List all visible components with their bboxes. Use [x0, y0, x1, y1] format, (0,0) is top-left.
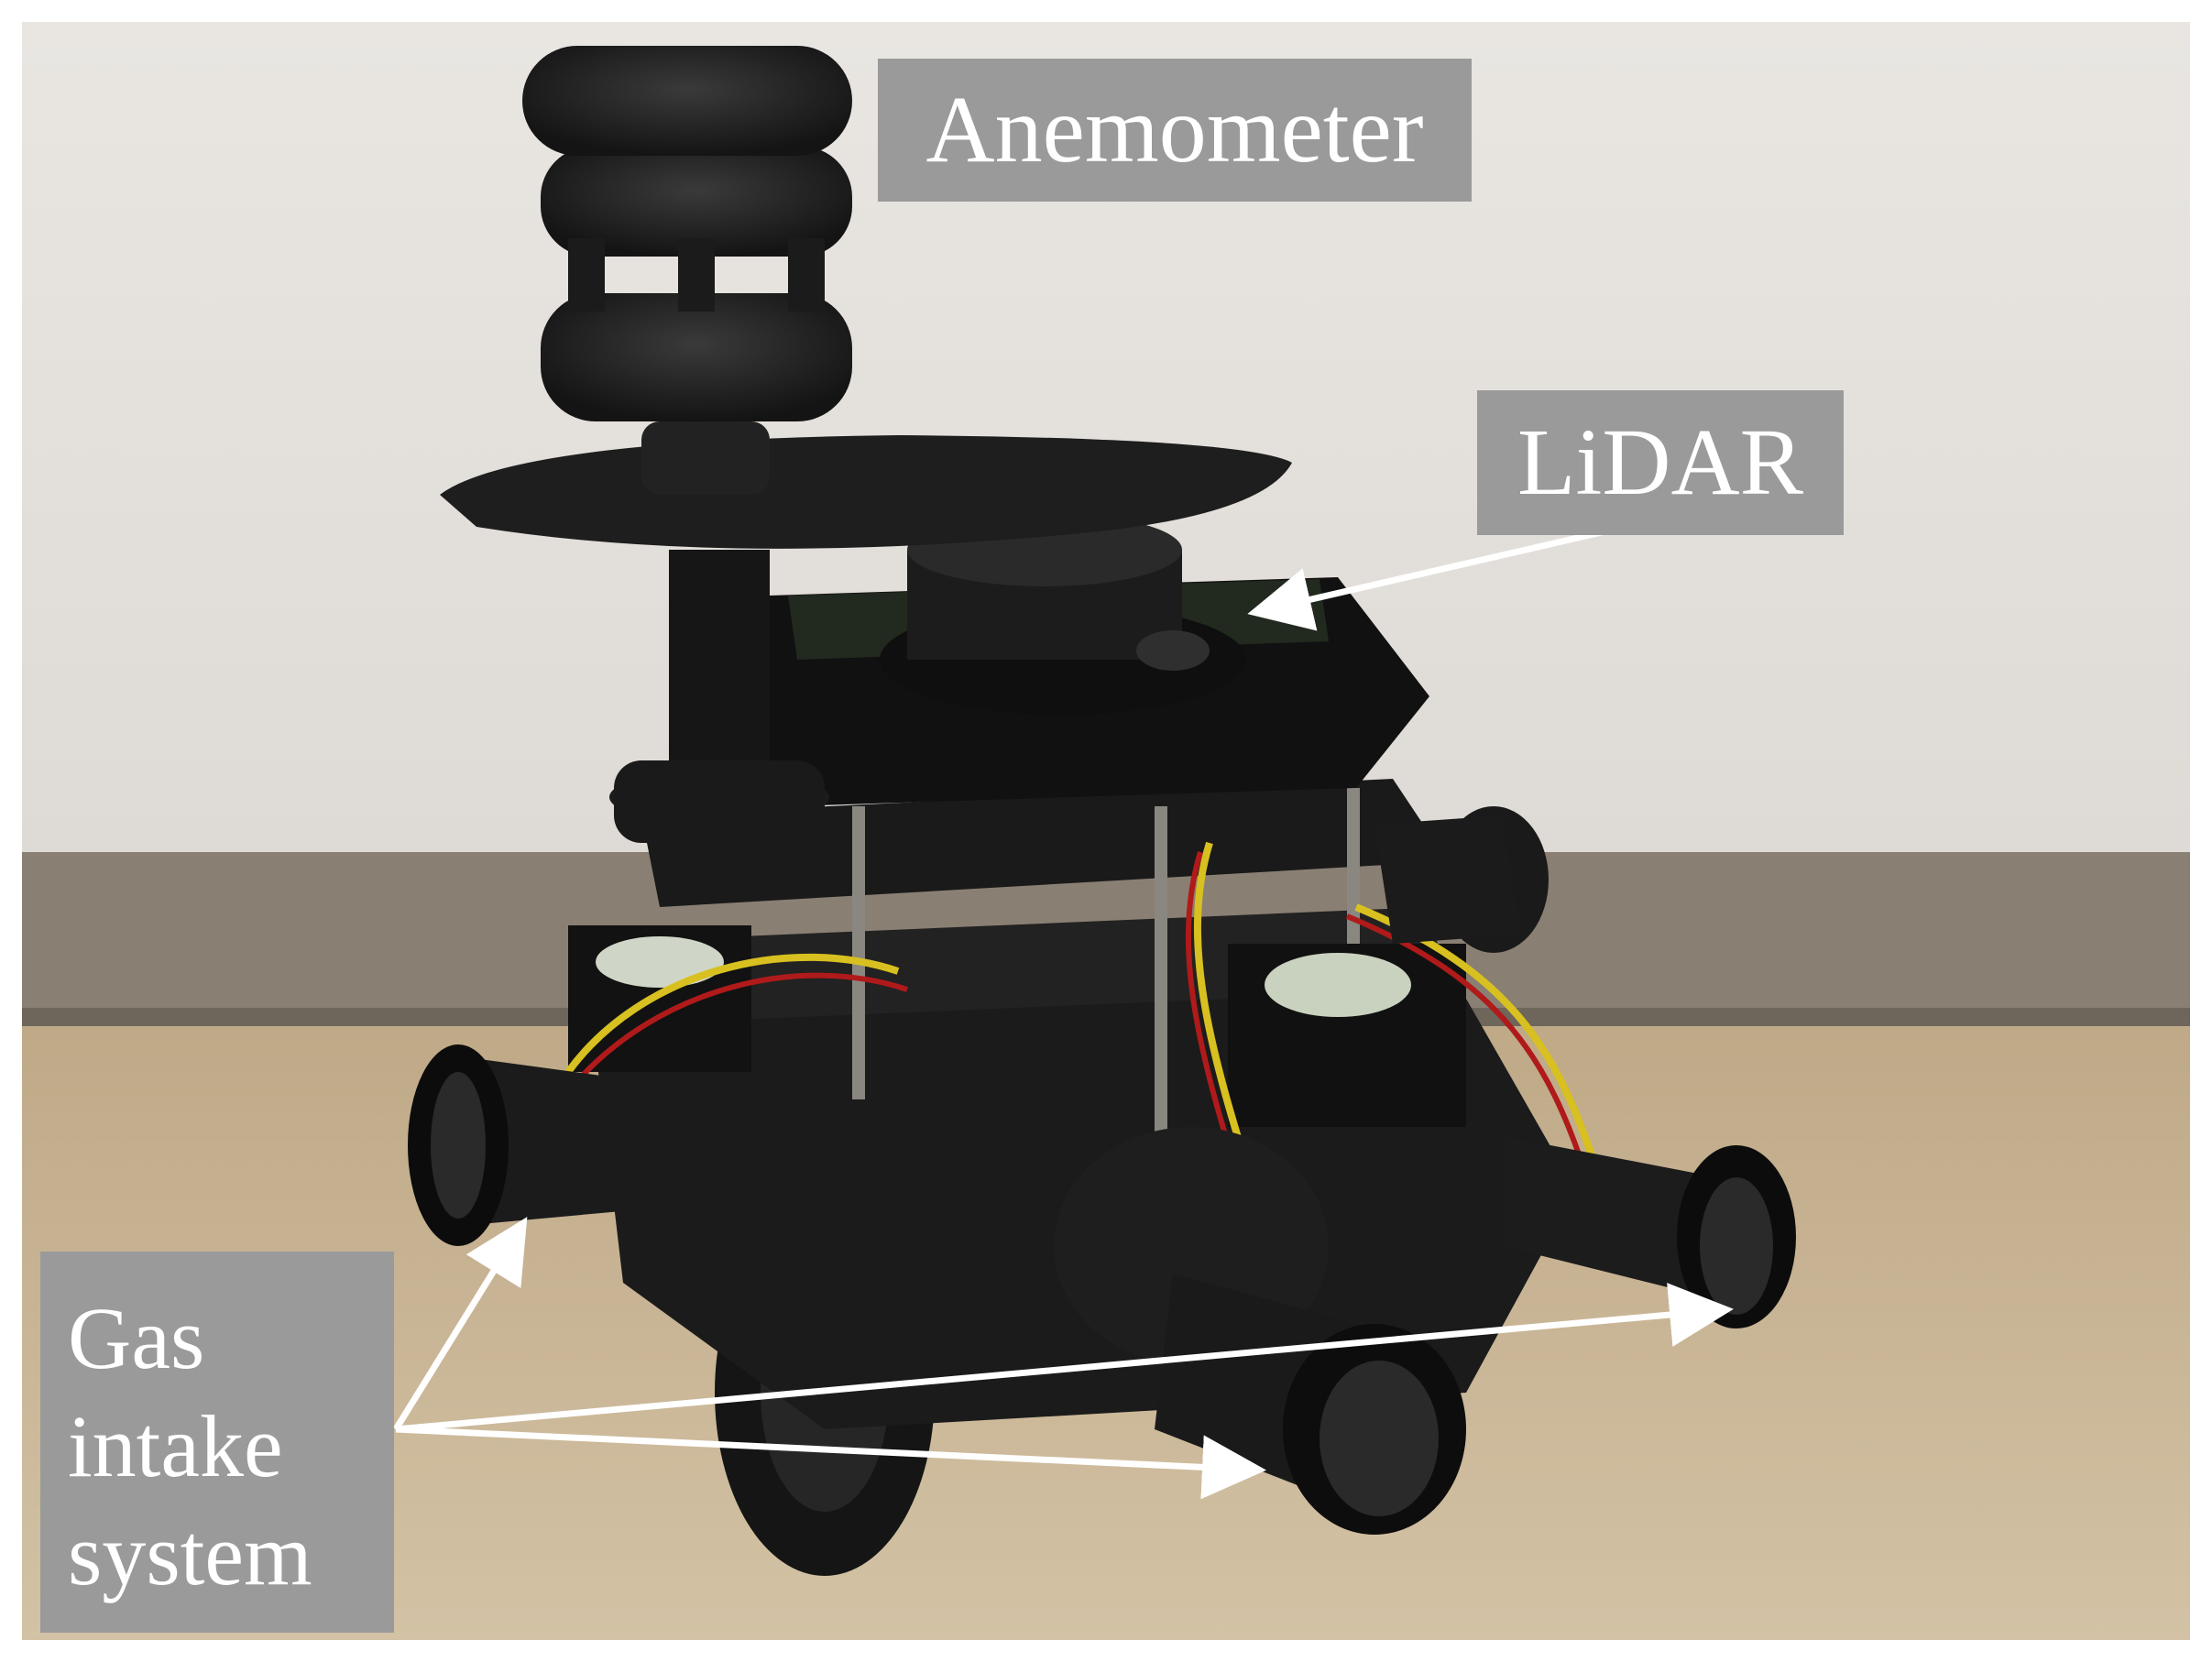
gas-intake-label-line-1: Gas — [68, 1289, 205, 1387]
lidar-arrow — [1247, 528, 1606, 631]
intake-rear — [1374, 806, 1549, 953]
annotation-arrows — [393, 528, 1734, 1500]
gas-arrow-front — [395, 1426, 1266, 1500]
anemometer-label: Anemometer — [878, 59, 1472, 202]
gas-intake-label-line-2: intake — [68, 1397, 283, 1495]
gas-arrow-right — [395, 1283, 1734, 1433]
gas-intake-label-line-3: system — [68, 1505, 312, 1603]
gas-arrow-left — [393, 1217, 528, 1431]
anemometer-head — [522, 46, 852, 495]
mid-deck — [641, 779, 1448, 907]
intake-right — [1503, 1136, 1796, 1329]
intake-left — [408, 1044, 641, 1246]
lidar-label: LiDAR — [1477, 390, 1844, 535]
intake-front — [1054, 1127, 1466, 1535]
gas-intake-label: Gas intake system — [40, 1252, 394, 1633]
